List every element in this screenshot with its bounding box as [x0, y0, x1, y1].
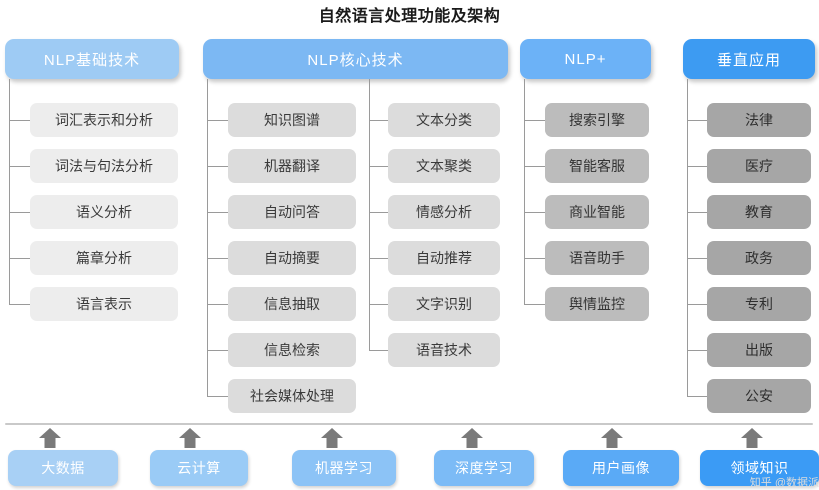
connector-trunk: [687, 79, 688, 396]
connector-trunk: [9, 79, 10, 304]
column-header-vertical-apps[interactable]: 垂直应用: [683, 39, 815, 79]
node-nlp-core-right-3[interactable]: 情感分析: [388, 195, 500, 229]
node-vertical-apps-4[interactable]: 政务: [707, 241, 811, 275]
node-nlp-basic-5[interactable]: 语言表示: [30, 287, 178, 321]
connector-stub: [207, 304, 228, 305]
node-nlp-core-left-1[interactable]: 知识图谱: [228, 103, 356, 137]
node-nlp-core-left-6[interactable]: 信息检索: [228, 333, 356, 367]
connector-stub: [369, 350, 388, 351]
node-nlp-core-right-2[interactable]: 文本聚类: [388, 149, 500, 183]
connector-stub: [9, 304, 30, 305]
node-nlp-core-left-4[interactable]: 自动摘要: [228, 241, 356, 275]
connector-stub: [687, 304, 707, 305]
node-nlp-core-left-3[interactable]: 自动问答: [228, 195, 356, 229]
connector-stub: [369, 304, 388, 305]
node-nlp-core-left-7[interactable]: 社会媒体处理: [228, 379, 356, 413]
column-header-nlp-basic[interactable]: NLP基础技术: [5, 39, 179, 79]
connector-stub: [687, 350, 707, 351]
connector-stub: [207, 350, 228, 351]
foundation-divider: [5, 423, 813, 425]
connector-stub: [524, 258, 545, 259]
node-nlp-plus-3[interactable]: 商业智能: [545, 195, 649, 229]
node-nlp-basic-1[interactable]: 词汇表示和分析: [30, 103, 178, 137]
node-vertical-apps-3[interactable]: 教育: [707, 195, 811, 229]
connector-stub: [524, 304, 545, 305]
connector-stub: [369, 258, 388, 259]
connector-stub: [369, 212, 388, 213]
node-nlp-basic-4[interactable]: 篇章分析: [30, 241, 178, 275]
node-nlp-core-right-5[interactable]: 文字识别: [388, 287, 500, 321]
node-nlp-core-left-2[interactable]: 机器翻译: [228, 149, 356, 183]
connector-stub: [687, 396, 707, 397]
connector-trunk: [524, 79, 525, 304]
connector-stub: [207, 120, 228, 121]
foundation-box-4[interactable]: 深度学习: [434, 450, 534, 486]
node-nlp-plus-4[interactable]: 语音助手: [545, 241, 649, 275]
connector-stub: [9, 258, 30, 259]
connector-stub: [687, 258, 707, 259]
node-nlp-basic-2[interactable]: 词法与句法分析: [30, 149, 178, 183]
connector-stub: [524, 166, 545, 167]
node-nlp-plus-1[interactable]: 搜索引擎: [545, 103, 649, 137]
connector-trunk: [207, 79, 208, 396]
node-nlp-core-right-1[interactable]: 文本分类: [388, 103, 500, 137]
connector-stub: [687, 212, 707, 213]
node-nlp-plus-5[interactable]: 舆情监控: [545, 287, 649, 321]
foundation-box-2[interactable]: 云计算: [150, 450, 248, 486]
connector-stub: [524, 120, 545, 121]
up-arrow-icon-4: [460, 427, 484, 449]
node-nlp-core-right-6[interactable]: 语音技术: [388, 333, 500, 367]
up-arrow-icon-3: [320, 427, 344, 449]
column-header-nlp-plus[interactable]: NLP+: [520, 39, 651, 79]
foundation-box-1[interactable]: 大数据: [8, 450, 118, 486]
node-nlp-core-right-4[interactable]: 自动推荐: [388, 241, 500, 275]
watermark: 知乎 @数据派: [749, 477, 819, 489]
node-nlp-core-left-5[interactable]: 信息抽取: [228, 287, 356, 321]
connector-stub: [9, 212, 30, 213]
connector-stub: [9, 120, 30, 121]
page-title: 自然语言处理功能及架构: [318, 8, 501, 25]
up-arrow-icon-6: [740, 427, 764, 449]
connector-stub: [207, 258, 228, 259]
up-arrow-icon-2: [178, 427, 202, 449]
connector-stub: [9, 166, 30, 167]
node-vertical-apps-5[interactable]: 专利: [707, 287, 811, 321]
connector-stub: [369, 120, 388, 121]
connector-trunk: [369, 79, 370, 350]
node-nlp-plus-2[interactable]: 智能客服: [545, 149, 649, 183]
node-vertical-apps-1[interactable]: 法律: [707, 103, 811, 137]
connector-stub: [207, 396, 228, 397]
foundation-box-6[interactable]: 领域知识: [700, 450, 819, 486]
connector-stub: [207, 212, 228, 213]
connector-stub: [369, 166, 388, 167]
node-vertical-apps-2[interactable]: 医疗: [707, 149, 811, 183]
column-header-nlp-core[interactable]: NLP核心技术: [203, 39, 508, 79]
foundation-box-3[interactable]: 机器学习: [292, 450, 396, 486]
node-vertical-apps-6[interactable]: 出版: [707, 333, 811, 367]
connector-stub: [687, 166, 707, 167]
connector-stub: [687, 120, 707, 121]
foundation-box-5[interactable]: 用户画像: [563, 450, 679, 486]
up-arrow-icon-5: [600, 427, 624, 449]
node-nlp-basic-3[interactable]: 语义分析: [30, 195, 178, 229]
node-vertical-apps-7[interactable]: 公安: [707, 379, 811, 413]
up-arrow-icon-1: [38, 427, 62, 449]
connector-stub: [207, 166, 228, 167]
connector-stub: [524, 212, 545, 213]
